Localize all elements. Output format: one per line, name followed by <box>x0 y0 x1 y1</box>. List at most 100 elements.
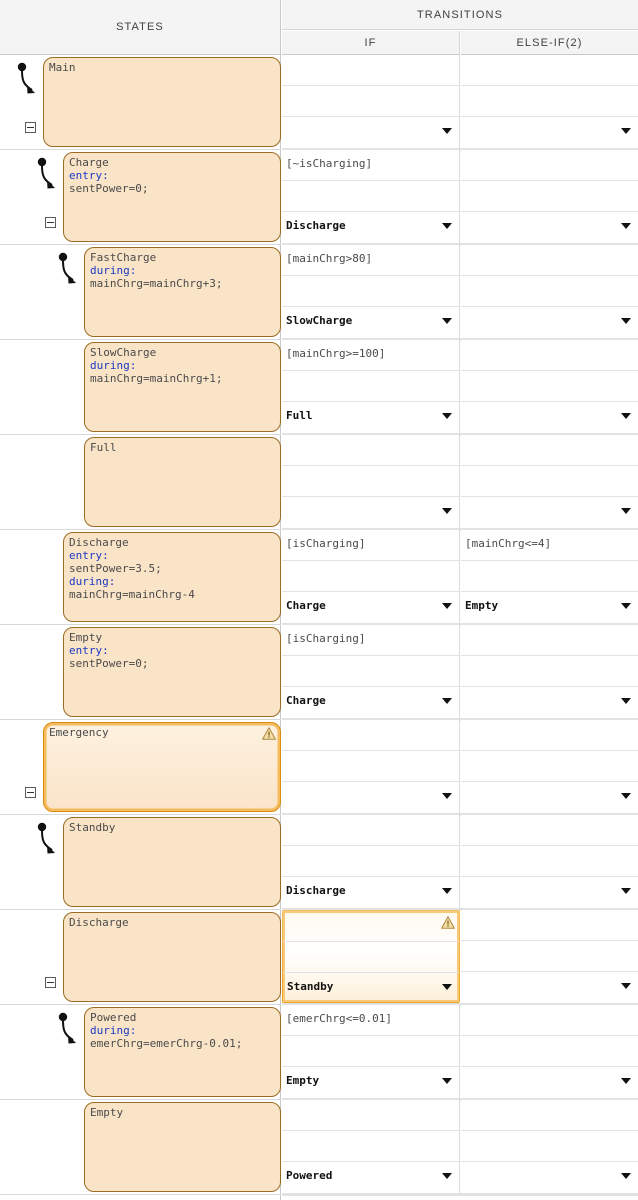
chevron-down-icon[interactable] <box>621 983 631 989</box>
state-box[interactable]: FastCharge during: mainChrg=mainChrg+3; <box>84 247 281 337</box>
transition-cell-if[interactable] <box>282 55 460 148</box>
transition-cell-elseif[interactable] <box>461 245 638 338</box>
chevron-down-icon[interactable] <box>442 1078 452 1084</box>
transition-cell-elseif[interactable] <box>461 815 638 908</box>
transition-cell-if[interactable]: Discharge <box>282 815 460 908</box>
transition-cell-elseif[interactable] <box>461 55 638 148</box>
state-row[interactable]: Full <box>0 435 281 530</box>
state-box[interactable]: Powered during: emerChrg=emerChrg-0.01; <box>84 1007 281 1097</box>
chevron-down-icon[interactable] <box>621 223 631 229</box>
transition-action-row[interactable] <box>461 846 638 877</box>
chevron-down-icon[interactable] <box>442 603 452 609</box>
transition-action-row[interactable] <box>461 1036 638 1067</box>
state-row[interactable]: Main <box>0 55 281 150</box>
transition-condition-row[interactable] <box>282 1100 459 1131</box>
transition-action-row[interactable] <box>461 181 638 212</box>
state-box[interactable]: Charge entry: sentPower=0; <box>63 152 281 242</box>
transition-condition-row[interactable] <box>461 245 638 276</box>
transition-action-row[interactable] <box>461 656 638 687</box>
transition-condition-row[interactable] <box>461 625 638 656</box>
transition-destination-row[interactable] <box>282 117 459 148</box>
transition-action-row[interactable] <box>282 181 459 212</box>
transition-destination-row[interactable]: SlowCharge <box>282 307 459 338</box>
transition-action-row[interactable] <box>282 371 459 402</box>
state-row[interactable]: Empty <box>0 1100 281 1195</box>
transition-action-row[interactable] <box>461 941 638 972</box>
transition-destination-row[interactable]: Discharge <box>282 877 459 908</box>
chevron-down-icon[interactable] <box>621 793 631 799</box>
state-box[interactable]: Discharge <box>63 912 281 1002</box>
warning-triangle-icon[interactable] <box>262 727 276 740</box>
transition-action-row[interactable] <box>282 656 459 687</box>
transition-destination-row[interactable] <box>461 307 638 338</box>
transition-destination-row[interactable] <box>461 497 638 528</box>
transition-cell-elseif[interactable] <box>461 1005 638 1098</box>
column-header-transitions[interactable]: TRANSITIONS <box>282 0 638 30</box>
chevron-down-icon[interactable] <box>442 984 452 990</box>
state-box[interactable]: SlowCharge during: mainChrg=mainChrg+1; <box>84 342 281 432</box>
chevron-down-icon[interactable] <box>442 1173 452 1179</box>
chevron-down-icon[interactable] <box>621 888 631 894</box>
transition-action-row[interactable] <box>282 86 459 117</box>
transition-destination-row[interactable]: Charge <box>282 592 459 623</box>
transition-condition-row[interactable] <box>461 55 638 86</box>
transition-cell-elseif[interactable]: [mainChrg<=4] Empty <box>461 530 638 623</box>
transition-cell-if[interactable] <box>282 720 460 813</box>
transition-cell-if[interactable]: [emerChrg<=0.01]Empty <box>282 1005 460 1098</box>
transition-cell-if[interactable]: [mainChrg>80] SlowCharge <box>282 245 460 338</box>
transition-condition-row[interactable]: [~isCharging] <box>282 150 459 181</box>
transition-condition-row[interactable]: [mainChrg>=100] <box>282 340 459 371</box>
transition-cell-elseif[interactable] <box>461 720 638 813</box>
transition-cell-elseif[interactable] <box>461 435 638 528</box>
transition-condition-row[interactable]: [emerChrg<=0.01] <box>282 1005 459 1036</box>
state-row[interactable]: Standby <box>0 815 281 910</box>
transition-destination-row[interactable]: Powered <box>282 1162 459 1193</box>
transition-condition-row[interactable] <box>282 720 459 751</box>
state-row[interactable]: SlowCharge during: mainChrg=mainChrg+1; <box>0 340 281 435</box>
transition-action-row[interactable] <box>282 1131 459 1162</box>
transition-condition-row[interactable] <box>461 340 638 371</box>
state-row[interactable]: Charge entry: sentPower=0; <box>0 150 281 245</box>
transition-cell-elseif[interactable] <box>461 1100 638 1193</box>
transition-cell-elseif[interactable] <box>461 150 638 243</box>
transition-action-row[interactable] <box>461 466 638 497</box>
chevron-down-icon[interactable] <box>621 508 631 514</box>
transition-condition-row[interactable] <box>461 815 638 846</box>
collapse-minus-icon[interactable] <box>25 787 36 798</box>
transition-destination-row[interactable]: Standby <box>283 973 459 1004</box>
transition-condition-row[interactable]: [isCharging] <box>282 530 459 561</box>
transition-destination-row[interactable]: Full <box>282 402 459 433</box>
transition-cell-elseif[interactable] <box>461 340 638 433</box>
chevron-down-icon[interactable] <box>621 128 631 134</box>
chevron-down-icon[interactable] <box>442 698 452 704</box>
transition-condition-row[interactable] <box>461 720 638 751</box>
transition-condition-row[interactable] <box>461 435 638 466</box>
state-box[interactable]: Standby <box>63 817 281 907</box>
transition-cell-if[interactable]: Powered <box>282 1100 460 1193</box>
chevron-down-icon[interactable] <box>442 793 452 799</box>
transition-destination-row[interactable]: Charge <box>282 687 459 718</box>
chevron-down-icon[interactable] <box>442 223 452 229</box>
chevron-down-icon[interactable] <box>442 508 452 514</box>
column-header-states[interactable]: STATES <box>0 0 281 55</box>
transition-action-row[interactable] <box>461 561 638 592</box>
transition-destination-row[interactable] <box>461 877 638 908</box>
transition-destination-row[interactable] <box>461 972 638 1003</box>
transition-destination-row[interactable] <box>282 497 459 528</box>
chevron-down-icon[interactable] <box>442 318 452 324</box>
state-box-selected[interactable]: Emergency <box>43 722 281 812</box>
transition-action-row[interactable] <box>282 276 459 307</box>
transition-condition-row[interactable] <box>283 911 459 942</box>
state-box[interactable]: Empty <box>84 1102 281 1192</box>
transition-condition-row[interactable] <box>461 1005 638 1036</box>
column-header-if[interactable]: IF <box>282 31 460 55</box>
transition-condition-row[interactable] <box>282 815 459 846</box>
collapse-minus-icon[interactable] <box>45 217 56 228</box>
transition-destination-row[interactable]: Empty <box>461 592 638 623</box>
transition-cell-elseif[interactable] <box>461 910 638 1003</box>
transition-destination-row[interactable] <box>282 782 459 813</box>
state-row[interactable]: Discharge <box>0 910 281 1005</box>
transition-condition-row[interactable]: [mainChrg>80] <box>282 245 459 276</box>
transition-destination-row[interactable] <box>461 1162 638 1193</box>
transition-condition-row[interactable]: [mainChrg<=4] <box>461 530 638 561</box>
